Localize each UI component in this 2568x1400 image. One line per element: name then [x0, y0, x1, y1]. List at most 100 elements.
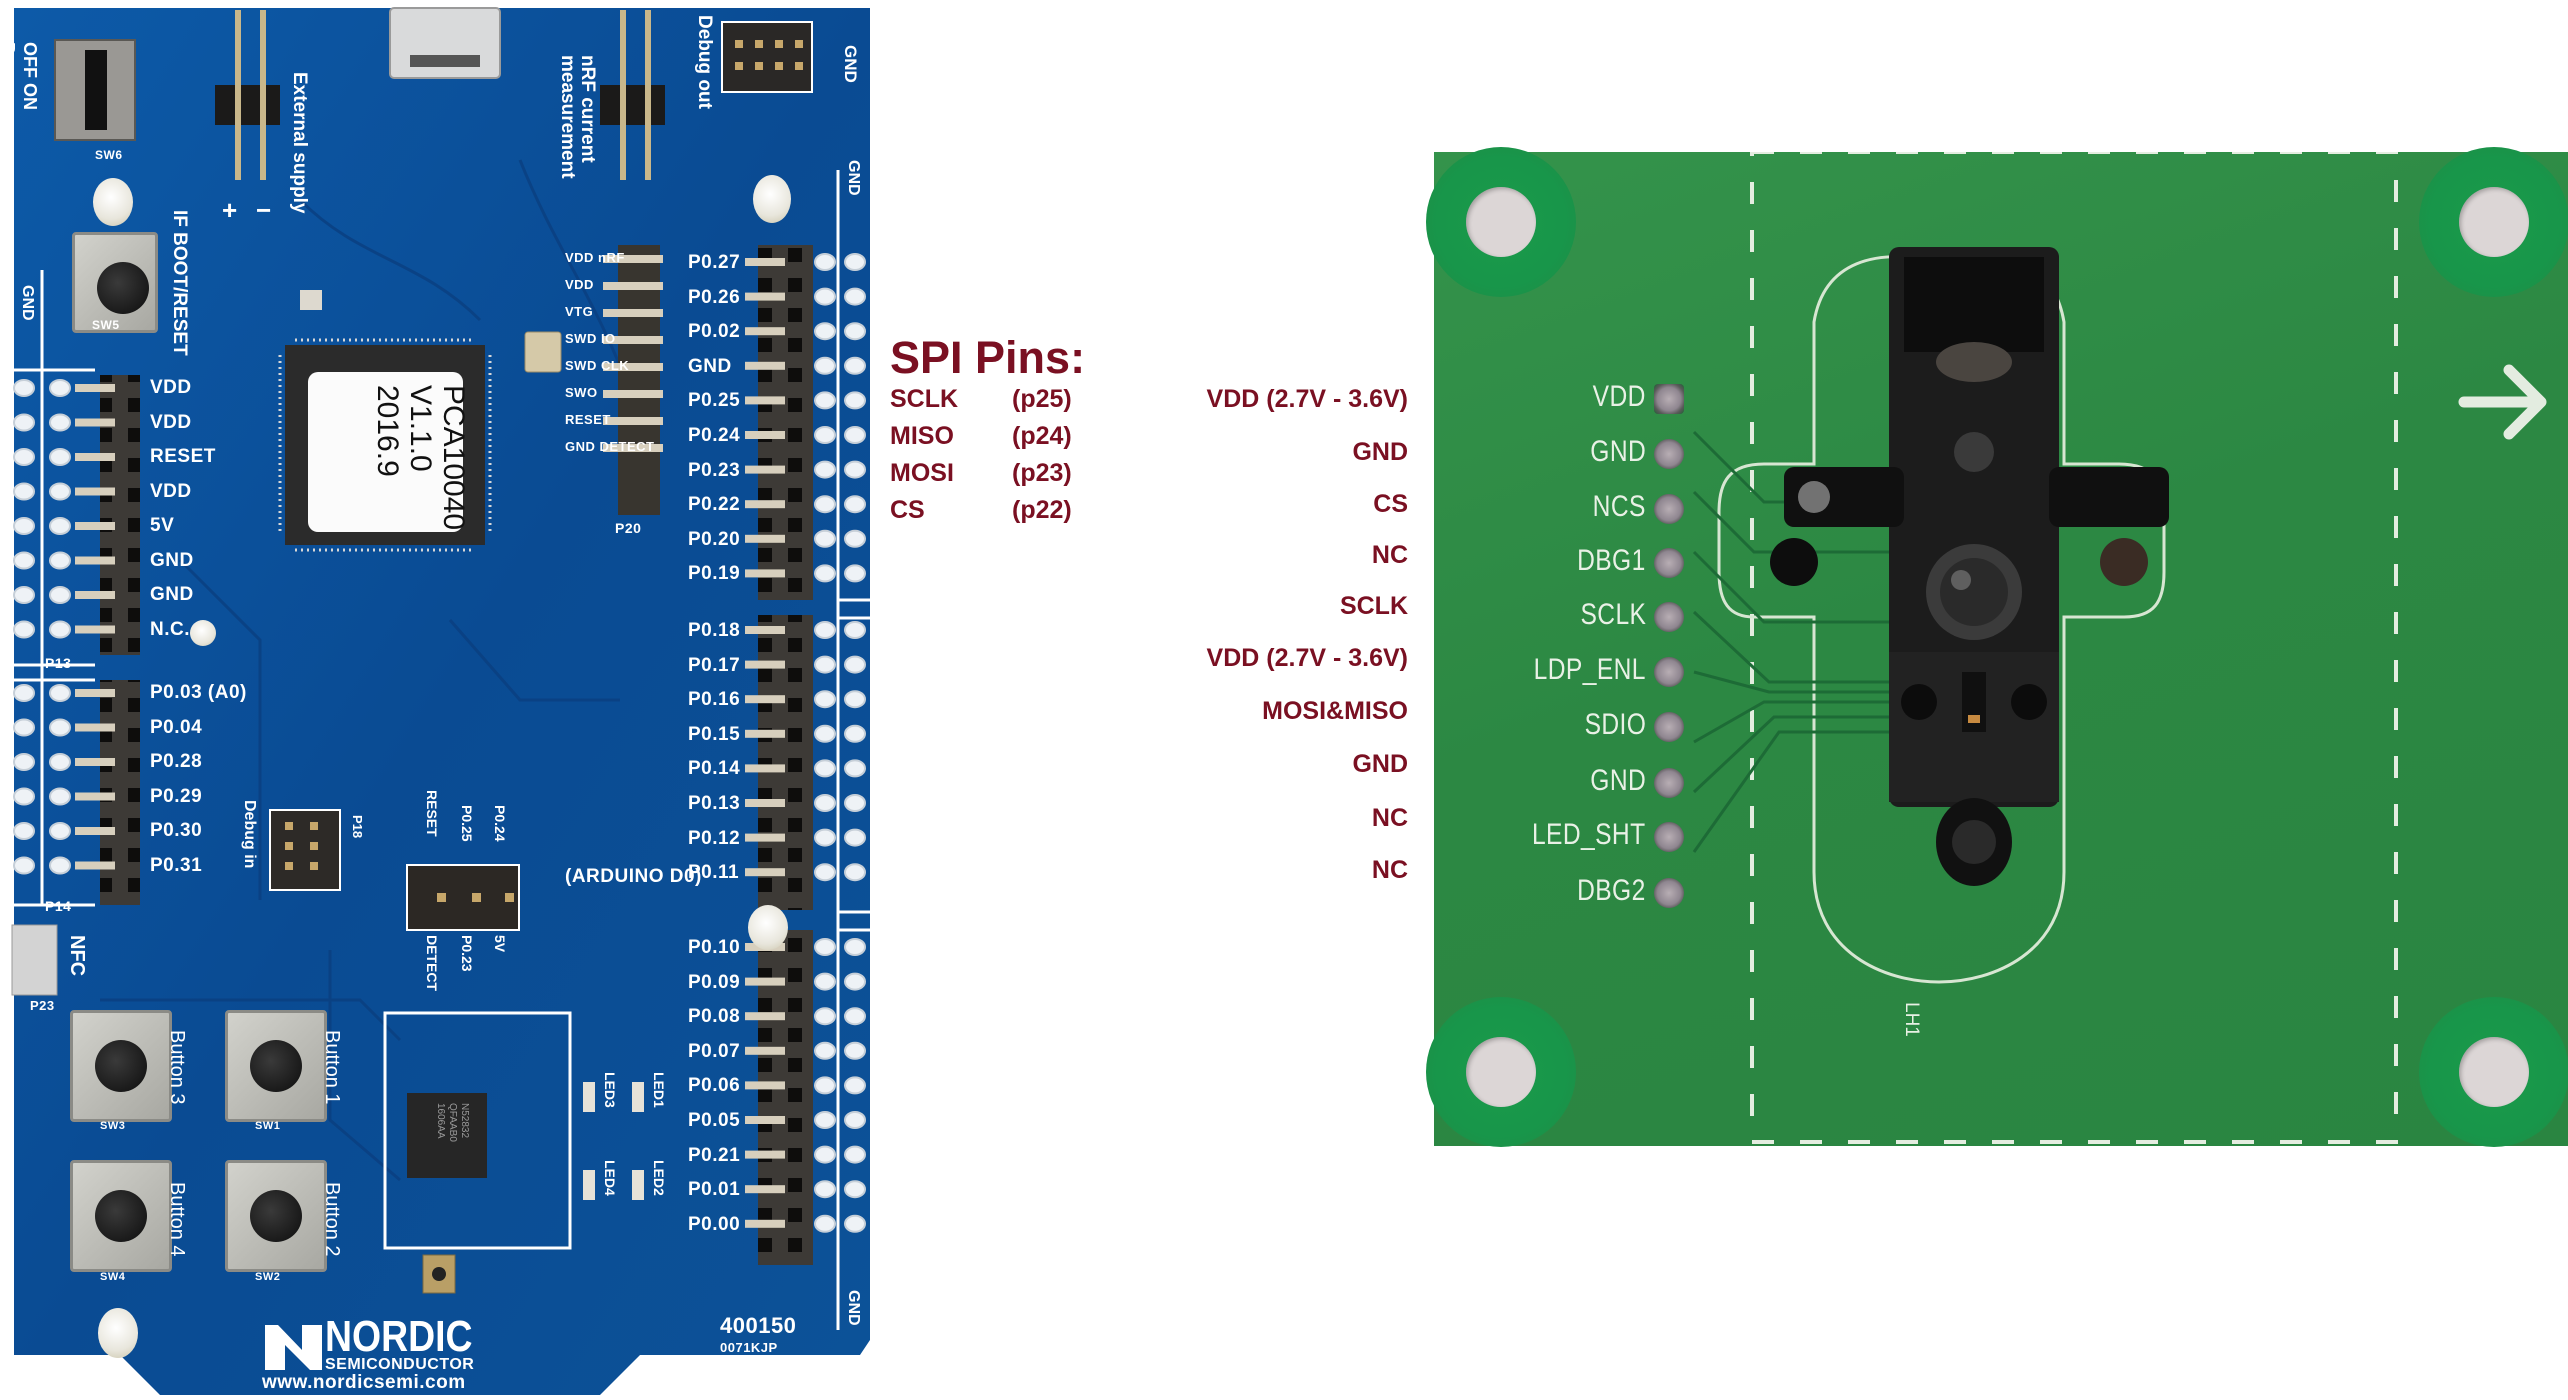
through-hole — [49, 413, 71, 432]
sensor-pin-annotation: MOSI&MISO — [1262, 697, 1408, 725]
ext-supply-header — [215, 85, 280, 125]
nfc-label: NFC — [66, 935, 88, 977]
if-boot-reset-button[interactable] — [72, 232, 158, 333]
header-pin — [745, 1185, 785, 1194]
right-header-top-pin-label: GND — [688, 355, 732, 377]
sensor-pin-pad — [1654, 822, 1684, 852]
button-3[interactable] — [70, 1010, 172, 1122]
nordic-dev-board: OFF ON Power SW6 External supply + − nRF… — [0, 0, 880, 1400]
sensor-pin-label: LDP_ENL — [1533, 653, 1646, 686]
button-4[interactable] — [70, 1160, 172, 1272]
header-pin — [235, 10, 241, 180]
header-pin — [75, 625, 115, 634]
header-pin — [75, 384, 115, 392]
p14-pin-label: P0.04 — [150, 716, 203, 738]
through-hole — [814, 287, 836, 306]
sensor-pin-label: GND — [1590, 764, 1646, 797]
header-pin — [745, 292, 785, 301]
through-hole — [13, 753, 35, 771]
debug-out-pins — [735, 40, 803, 70]
through-hole — [814, 655, 836, 674]
button-1[interactable] — [225, 1010, 327, 1122]
sw5-ref: SW5 — [92, 318, 120, 332]
button-3-label: Button 3 — [166, 1030, 188, 1105]
through-hole — [49, 822, 71, 840]
through-hole — [814, 1007, 836, 1026]
right-header-top-pin-label: P0.19 — [688, 563, 741, 585]
gnd-right-bottom-label: GND — [845, 1290, 862, 1326]
housing-hole-right — [2100, 538, 2148, 586]
lens-top-element — [1936, 342, 2012, 382]
through-hole — [49, 718, 71, 737]
spi-row: MISO(p24) — [890, 422, 1072, 451]
through-hole — [814, 391, 836, 410]
through-hole — [814, 426, 836, 444]
through-hole — [844, 690, 866, 709]
p13-pin-label: VDD — [150, 377, 192, 398]
through-hole — [844, 1007, 866, 1026]
shield-label-detect: DETECT — [424, 935, 440, 991]
pcb-traces — [100, 159, 642, 1182]
header-pin — [75, 487, 115, 496]
power-switch-label: OFF ON — [20, 42, 40, 110]
sensor-pin-label: VDD — [1592, 380, 1646, 413]
sensor-pin-label: LED_SHT — [1532, 818, 1646, 851]
right-header-mid-pin-label: P0.14 — [688, 758, 741, 780]
nordic-website: www.nordicsemi.com — [262, 1372, 466, 1393]
sensor-pin-label: GND — [1590, 435, 1646, 468]
through-hole — [49, 551, 71, 570]
through-hole — [844, 863, 866, 882]
supply-minus-label: − — [256, 195, 272, 225]
button-2-label: Button 2 — [321, 1182, 343, 1257]
through-hole — [844, 529, 866, 548]
through-hole — [49, 517, 71, 535]
through-hole — [814, 938, 836, 956]
nordic-brand: NORDIC — [325, 1312, 473, 1361]
sensor-pin-label: DBG2 — [1577, 874, 1646, 907]
through-hole — [814, 1180, 836, 1199]
mounting-hole-top-left — [1426, 147, 1576, 297]
right-header-mid-pin-label: P0.13 — [688, 793, 741, 814]
header-pin — [745, 695, 785, 704]
nrf52832-chip — [407, 1093, 487, 1178]
through-hole — [844, 1145, 866, 1164]
p13-pin-label: GND — [150, 584, 194, 605]
sensor-led — [1968, 715, 1980, 723]
header-pin — [745, 764, 785, 773]
p14-pin-label: P0.30 — [150, 820, 203, 841]
supply-plus-label: + — [222, 195, 238, 225]
p13-pin-label: 5V — [150, 515, 175, 536]
status-led — [300, 290, 322, 310]
power-switch-slider — [85, 50, 107, 130]
led4-label: LED4 — [602, 1160, 618, 1196]
through-hole — [49, 620, 71, 639]
lens-outline — [1717, 255, 2166, 984]
sensor-pin-annotation: CS — [1373, 490, 1408, 518]
header-pin — [75, 522, 115, 530]
through-hole — [844, 391, 866, 410]
mounting-hole-bottom-right — [2419, 997, 2568, 1147]
through-hole — [814, 1111, 836, 1129]
usb-port-slot — [410, 55, 480, 67]
through-hole — [844, 253, 866, 271]
right-header-mid-pin-label: P0.12 — [688, 827, 741, 849]
right-header-bottom-pin-label: P0.00 — [688, 1213, 741, 1235]
p14-pin-label: P0.28 — [150, 751, 203, 772]
through-hole — [13, 517, 35, 535]
header-p13 — [100, 375, 140, 655]
through-hole — [814, 322, 836, 341]
gnd-top-label: GND — [841, 45, 860, 83]
header-pin — [745, 258, 785, 266]
debug-header-p20 — [603, 245, 663, 515]
right-header-mid-pin-label: P0.15 — [688, 723, 741, 745]
spi-signal: MOSI — [890, 459, 954, 487]
header-pin — [645, 10, 651, 180]
mcu-pins — [278, 338, 492, 552]
spi-signal: CS — [890, 496, 925, 524]
header-pin — [745, 327, 785, 336]
through-hole — [814, 1076, 836, 1095]
sensor-pin-pad — [1654, 494, 1684, 524]
through-hole — [844, 724, 866, 743]
button-2[interactable] — [225, 1160, 327, 1272]
through-hole — [13, 620, 35, 639]
